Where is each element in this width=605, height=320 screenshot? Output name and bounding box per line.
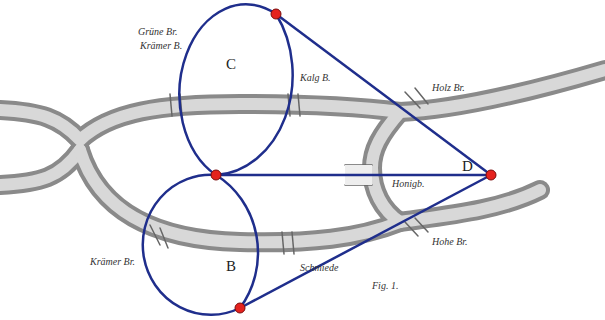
bridge-name: Krämer Br. bbox=[90, 256, 135, 267]
bridge-name: Hohe Br. bbox=[432, 236, 468, 247]
region-letter: D bbox=[462, 158, 473, 175]
bridge-name: Holz Br. bbox=[432, 82, 465, 93]
bridge-name: Krämer B. bbox=[140, 40, 182, 51]
bridge-name: Schmiede bbox=[300, 262, 338, 273]
region-letter: B bbox=[226, 258, 236, 275]
bridge-name: Grüne Br. bbox=[138, 26, 177, 37]
bridge-name: Kalg B. bbox=[300, 72, 331, 83]
bridge-name: Honigb. bbox=[392, 178, 425, 189]
figure-number: Fig. 1. bbox=[372, 280, 398, 291]
region-letter: C bbox=[226, 56, 236, 73]
